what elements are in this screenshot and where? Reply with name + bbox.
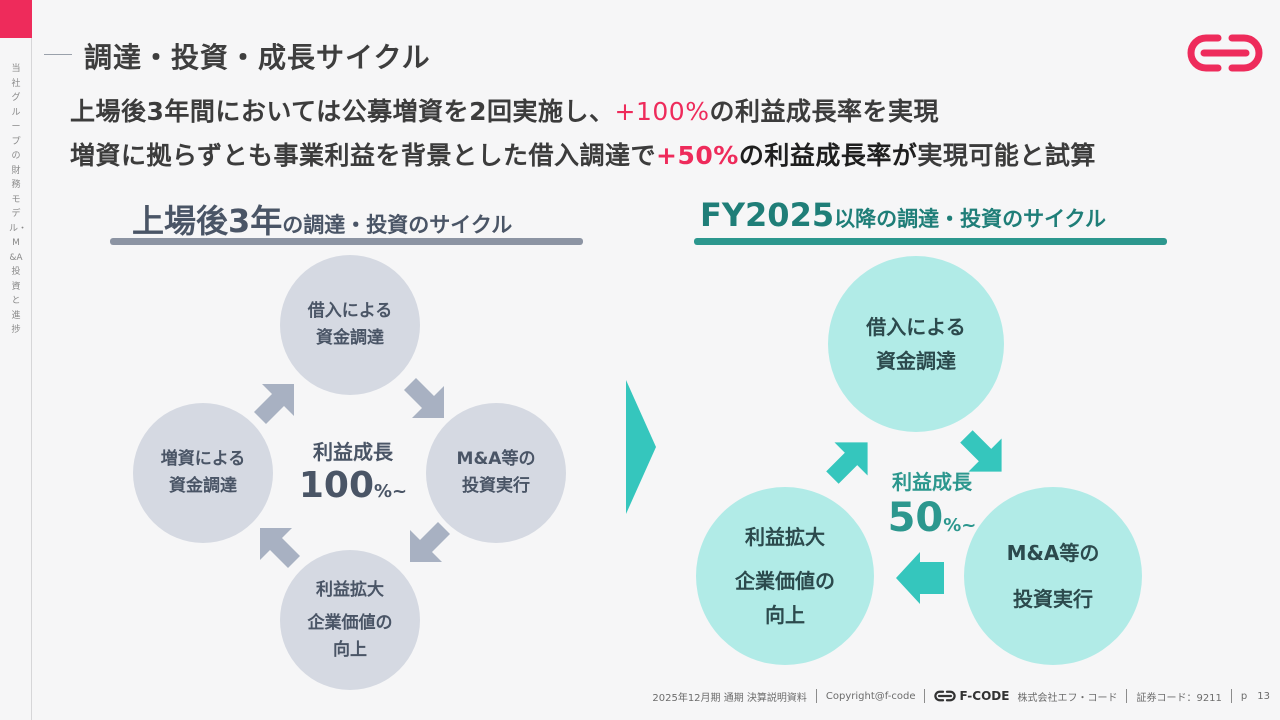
growth-unit: %~ [943,515,977,536]
left-panel-title: 上場後3年の調達・投資のサイクル [132,196,512,242]
right-panel-title-main: FY2025 [700,196,835,234]
growth-value: 100 [298,465,375,506]
footer-separator [1126,689,1128,703]
lead-line-1-text-end: の利益成長率を実現 [709,97,939,126]
footer-separator [815,689,817,703]
right-growth-label: 利益成長 50%~ [870,466,994,541]
page-title: 調達・投資・成長サイクル [84,41,431,74]
circle-line: 借入による [866,315,966,339]
circle-line: 利益拡大 [745,525,825,549]
arrow-icon [260,528,300,568]
sidebar-section-label: 当社グループの財務モデル・M&A投資と進捗 [9,64,28,335]
circle-line: M&A等の [456,449,536,469]
footer-company: 株式会社エフ・コード [1017,692,1118,704]
title-rule [44,54,72,55]
lead-line-1-highlight: +100% [614,97,710,126]
growth-unit: %~ [374,481,408,502]
circle-line: 増資による [160,449,246,469]
arrow-icon [410,522,450,562]
circle-line: 投資実行 [1013,587,1093,611]
f-code-logo-icon [1187,34,1263,72]
footer: 2025年12月期 通期 決算説明資料 Copyright@f-code F-C… [560,688,1270,704]
left-circle-borrowing: 借入による 資金調達 [280,255,420,395]
footer-doc-name: 2025年12月期 通期 決算説明資料 [652,692,807,704]
circle-line: M&A等の [1006,541,1100,565]
right-panel-title-sub: 以降の調達・投資のサイクル [834,207,1107,231]
circle-line: 向上 [333,639,367,660]
left-circle-profit: 利益拡大 企業価値の 向上 [280,550,420,690]
footer-brand: F-CODE [959,689,1010,703]
left-circle-investment: M&A等の 投資実行 [426,403,566,543]
lead-line-2: 増資に拠らずとも事業利益を背景とした借入調達で+50%の利益成長率が実現可能と試… [70,136,1096,172]
footer-stock-code: 証券コード：9211 [1136,692,1222,704]
footer-separator [924,689,926,703]
arrow-icon [254,384,294,424]
left-panel-underline [110,238,583,245]
right-circle-investment: M&A等の 投資実行 [964,487,1142,665]
footer-separator [1230,689,1232,703]
footer-copyright: Copyright@f-code [825,690,916,702]
arrow-icon [896,552,944,604]
f-code-logo-icon [934,690,957,702]
circle-line: 利益拡大 [316,579,384,600]
left-circle-equity: 増資による 資金調達 [133,403,273,543]
circle-line: 資金調達 [876,349,956,373]
footer-page-number: 13 [1257,690,1270,702]
lead-line-2-highlight: +50% [656,141,739,170]
lead-line-1-text: 上場後3年間においては公募増資を2回実施し、 [70,97,615,126]
circle-line: 資金調達 [316,328,384,348]
left-panel-title-sub: の調達・投資のサイクル [282,213,513,237]
circle-line: 向上 [765,603,805,627]
lead-line-2-text: 増資に拠らずとも事業利益を背景とした借入調達で [70,141,657,170]
left-growth-label: 利益成長 100%~ [288,436,418,506]
growth-caption: 利益成長 [892,470,972,494]
sidebar-accent-bar [0,0,32,38]
lead-line-2-emphasis: の利益成長率が [738,141,918,170]
circle-line: 借入による [307,301,393,321]
right-circle-borrowing: 借入による 資金調達 [828,256,1004,432]
arrow-icon [960,430,1002,472]
arrow-icon [404,378,444,418]
arrow-icon [826,442,868,484]
lead-line-1: 上場後3年間においては公募増資を2回実施し、+100%の利益成長率を実現 [70,92,939,128]
sidebar: 当社グループの財務モデル・M&A投資と進捗 [0,0,32,720]
left-panel-title-main: 上場後3年 [132,202,283,240]
circle-line: 投資実行 [462,476,530,496]
lead-line-2-text-end: 実現可能と試算 [917,141,1096,170]
right-panel-underline [694,238,1167,245]
right-panel-title: FY2025以降の調達・投資のサイクル [700,196,1106,234]
footer-page-prefix: p [1240,690,1248,702]
circle-line: 企業価値の [307,612,393,633]
growth-value: 50 [887,495,944,541]
circle-line: 企業価値の [735,569,835,593]
circle-line: 資金調達 [169,476,237,496]
chevron-right-icon [626,380,656,514]
right-circle-profit: 利益拡大 企業価値の 向上 [696,487,874,665]
growth-caption: 利益成長 [313,440,393,464]
